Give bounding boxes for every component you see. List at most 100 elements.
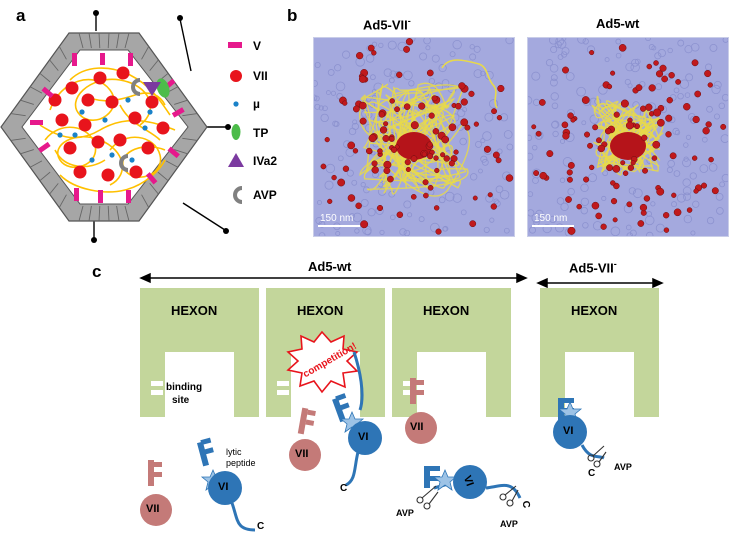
grain-mark xyxy=(557,39,567,49)
protein-particle xyxy=(720,123,727,130)
grain-mark xyxy=(627,83,633,89)
grain-mark xyxy=(634,58,641,65)
grain-mark xyxy=(425,45,431,51)
protein-particle xyxy=(497,84,505,93)
grain-mark xyxy=(496,148,503,155)
grain-mark xyxy=(718,102,726,110)
competition-starburst xyxy=(286,330,359,394)
grain-mark xyxy=(654,52,662,60)
grain-mark xyxy=(489,217,495,223)
grain-mark xyxy=(682,178,691,187)
protein-particle xyxy=(371,160,378,167)
protein-particle xyxy=(441,135,450,144)
protein-particle xyxy=(656,118,665,127)
grain-mark xyxy=(692,200,700,208)
grain-mark xyxy=(503,130,513,139)
grain-mark xyxy=(628,187,637,195)
grain-mark xyxy=(348,127,357,136)
protein-particle xyxy=(435,228,442,235)
dna-strand xyxy=(595,104,646,159)
grain-mark xyxy=(722,38,728,43)
grain-mark xyxy=(325,90,331,95)
protein-particle xyxy=(359,117,367,125)
grain-mark xyxy=(351,122,359,131)
protein-particle xyxy=(491,108,498,115)
capsid-segment-line xyxy=(88,205,92,222)
grain-mark xyxy=(442,226,448,232)
protein-particle xyxy=(403,45,411,53)
scale-bar-right xyxy=(532,225,574,227)
grain-mark xyxy=(580,197,589,207)
capsid-segment-line xyxy=(78,32,84,49)
grain-mark xyxy=(314,61,321,69)
protein-vii-dots xyxy=(48,66,170,182)
protein-particle xyxy=(469,220,477,228)
capsid-segment-line xyxy=(141,194,150,208)
panel-a-letter: a xyxy=(16,6,26,25)
grain-mark xyxy=(444,191,455,202)
grain-mark xyxy=(650,201,656,207)
binding-site-label-1: binding xyxy=(166,382,203,393)
grain-mark xyxy=(457,124,464,131)
grain-mark xyxy=(493,198,499,204)
hexon-label-1: HEXON xyxy=(171,303,218,318)
grain-mark xyxy=(482,131,492,141)
mu-dots xyxy=(57,97,153,163)
capsid-segment-line xyxy=(107,205,110,222)
grain-mark xyxy=(352,119,358,125)
protein-particle xyxy=(691,155,698,161)
protein-particle xyxy=(606,164,613,172)
protein-particle xyxy=(396,211,404,219)
protein-particle xyxy=(433,155,439,161)
protein-particle xyxy=(662,212,670,219)
protein-particle xyxy=(641,134,648,141)
grain-mark xyxy=(473,45,481,53)
grain-mark xyxy=(721,173,728,183)
protein-particle xyxy=(352,148,359,154)
grain-mark xyxy=(352,212,363,223)
grain-mark xyxy=(561,38,567,41)
fiber-knobs xyxy=(7,10,231,243)
protein-particle xyxy=(337,178,346,187)
protein-particle xyxy=(443,155,450,162)
protein-particle xyxy=(587,142,593,149)
grain-mark xyxy=(721,93,728,102)
grain-mark xyxy=(484,112,494,122)
protein-particle xyxy=(622,170,629,177)
capsid-segment-line xyxy=(165,160,179,168)
protein-particle xyxy=(388,135,395,142)
grain-mark xyxy=(701,136,708,143)
micrograph-ad5-vii-minus: 150 nm xyxy=(313,37,515,237)
protein-vi-free xyxy=(196,437,256,532)
grain-mark xyxy=(324,180,334,190)
grain-mark xyxy=(390,214,396,221)
protein-particle xyxy=(618,44,627,52)
micrograph-ad5-wt: 150 nm xyxy=(527,37,729,237)
grain-mark xyxy=(528,96,533,105)
grain-mark xyxy=(699,164,709,173)
protein-particle xyxy=(394,106,400,113)
protein-particle xyxy=(460,118,469,127)
grain-mark xyxy=(378,42,384,48)
protein-particle xyxy=(418,102,426,110)
protein-particle xyxy=(705,121,712,128)
binding-site-label-2: site xyxy=(172,395,190,406)
grain-mark xyxy=(314,79,318,87)
protein-particle xyxy=(538,99,546,106)
protein-particle xyxy=(595,212,602,220)
grain-mark xyxy=(682,192,692,201)
grain-mark xyxy=(677,39,685,47)
grain-mark xyxy=(320,113,329,123)
protein-particle xyxy=(324,137,330,143)
protein-particle xyxy=(403,103,411,110)
protein-particle xyxy=(691,59,699,67)
avp-label-2: AVP xyxy=(500,519,518,529)
grain-mark xyxy=(588,173,597,183)
c-term-mut: C xyxy=(588,468,596,479)
dna-strand xyxy=(359,89,456,188)
protein-particle xyxy=(692,115,700,124)
grain-mark xyxy=(452,39,462,50)
lytic-label-2: peptide xyxy=(226,458,256,468)
protein-particle xyxy=(367,44,375,52)
protein-particle xyxy=(464,124,471,131)
